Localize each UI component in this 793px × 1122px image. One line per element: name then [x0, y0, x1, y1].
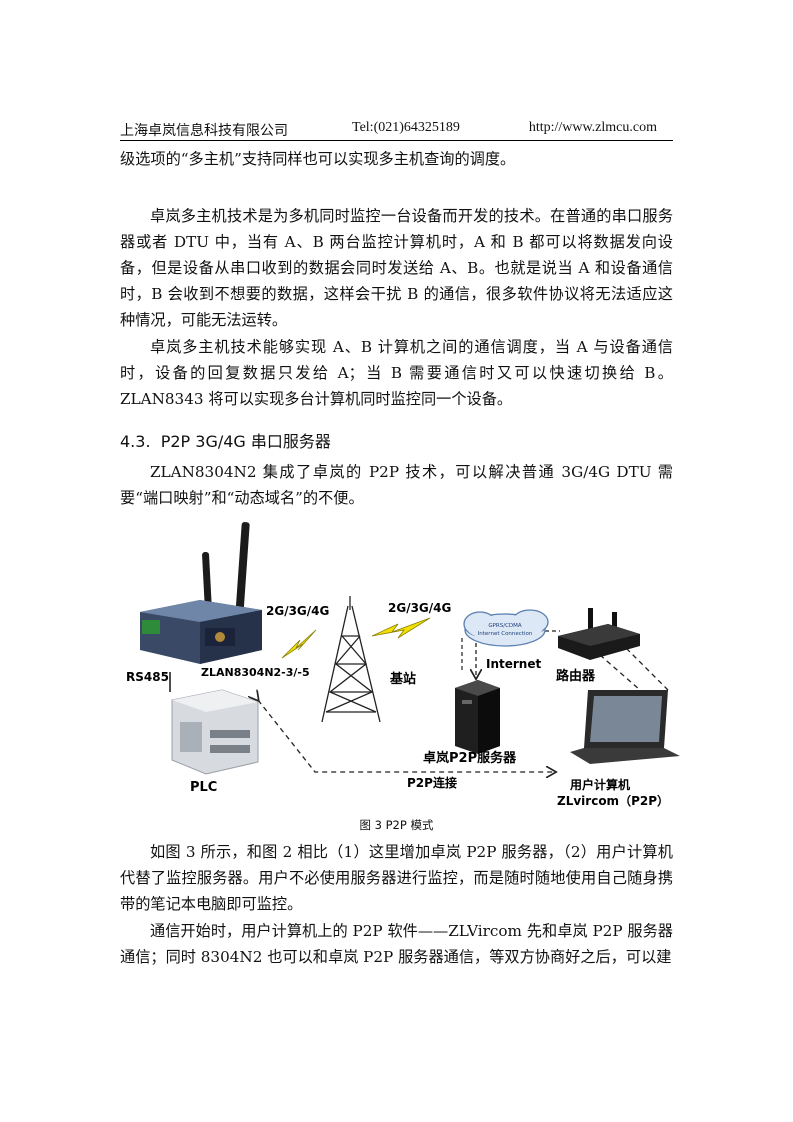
label-cloud-1: GPRS/CDMA [488, 623, 522, 629]
label-router: 路由器 [556, 668, 596, 684]
label-cloud-2: Internet Connection [478, 631, 533, 637]
paragraph-communication: 通信开始时，用户计算机上的 P2P 软件——ZLVircom 先和卓岚 P2P … [120, 922, 673, 966]
label-device: ZLAN8304N2-3/-5 [201, 666, 310, 679]
tower-icon [321, 596, 381, 723]
section-heading: 4.3. P2P 3G/4G 串口服务器 [120, 428, 331, 452]
lightning-icon-left [281, 629, 317, 659]
header-tel: Tel:(021)64325189 [352, 120, 460, 135]
label-p2p: P2P连接 [407, 775, 457, 790]
laptop-icon [570, 690, 680, 764]
label-plc: PLC [190, 780, 217, 795]
section-number: 4.3. [120, 432, 151, 451]
paragraph-multihost-detail: 卓岚多主机技术能够实现 A、B 计算机之间的通信调度，当 A 与设备通信时，设备… [120, 338, 673, 408]
router-icon [558, 608, 640, 660]
paragraph-p2p-intro: ZLAN8304N2 集成了卓岚的 P2P 技术，可以解决普通 3G/4G DT… [120, 463, 673, 507]
header-url: http://www.zlmcu.com [528, 120, 657, 135]
paragraph-figure-explain: 如图 3 所示，和图 2 相比（1）这里增加卓岚 P2P 服务器，（2）用户计算… [120, 843, 673, 913]
page-header: 上海卓岚信息科技有限公司 Tel:(021)64325189 http://ww… [120, 118, 673, 141]
label-rs485: RS485 [126, 670, 169, 684]
label-link1: 2G/3G/4G [266, 604, 329, 618]
label-server: 卓岚P2P服务器 [423, 750, 517, 766]
label-internet: Internet [486, 657, 541, 671]
label-pc: 用户计算机 [569, 777, 630, 792]
server-icon [455, 680, 500, 754]
plc-icon [171, 689, 259, 775]
lightning-icon-right [371, 617, 431, 639]
internet-cloud-icon [463, 609, 549, 647]
header-company: 上海卓岚信息科技有限公司 [120, 124, 288, 139]
label-station: 基站 [389, 671, 416, 687]
label-link2: 2G/3G/4G [388, 601, 451, 615]
p2p-connection-line [258, 700, 555, 772]
figure-caption: 图 3 P2P 模式 [359, 818, 434, 832]
section-title: P2P 3G/4G 串口服务器 [160, 432, 331, 451]
router-laptop-line2 [619, 641, 669, 691]
router-laptop-line [599, 654, 641, 691]
paragraph-multihost-intro: 卓岚多主机技术是为多机同时监控一台设备而开发的技术。在普通的串口服务器或者 DT… [120, 207, 673, 329]
paragraph-continued: 级选项的“多主机”支持同样也可以实现多主机查询的调度。 [120, 150, 516, 168]
label-pc-software: ZLvircom（P2P） [557, 793, 669, 808]
zlan-device-icon [140, 600, 262, 664]
